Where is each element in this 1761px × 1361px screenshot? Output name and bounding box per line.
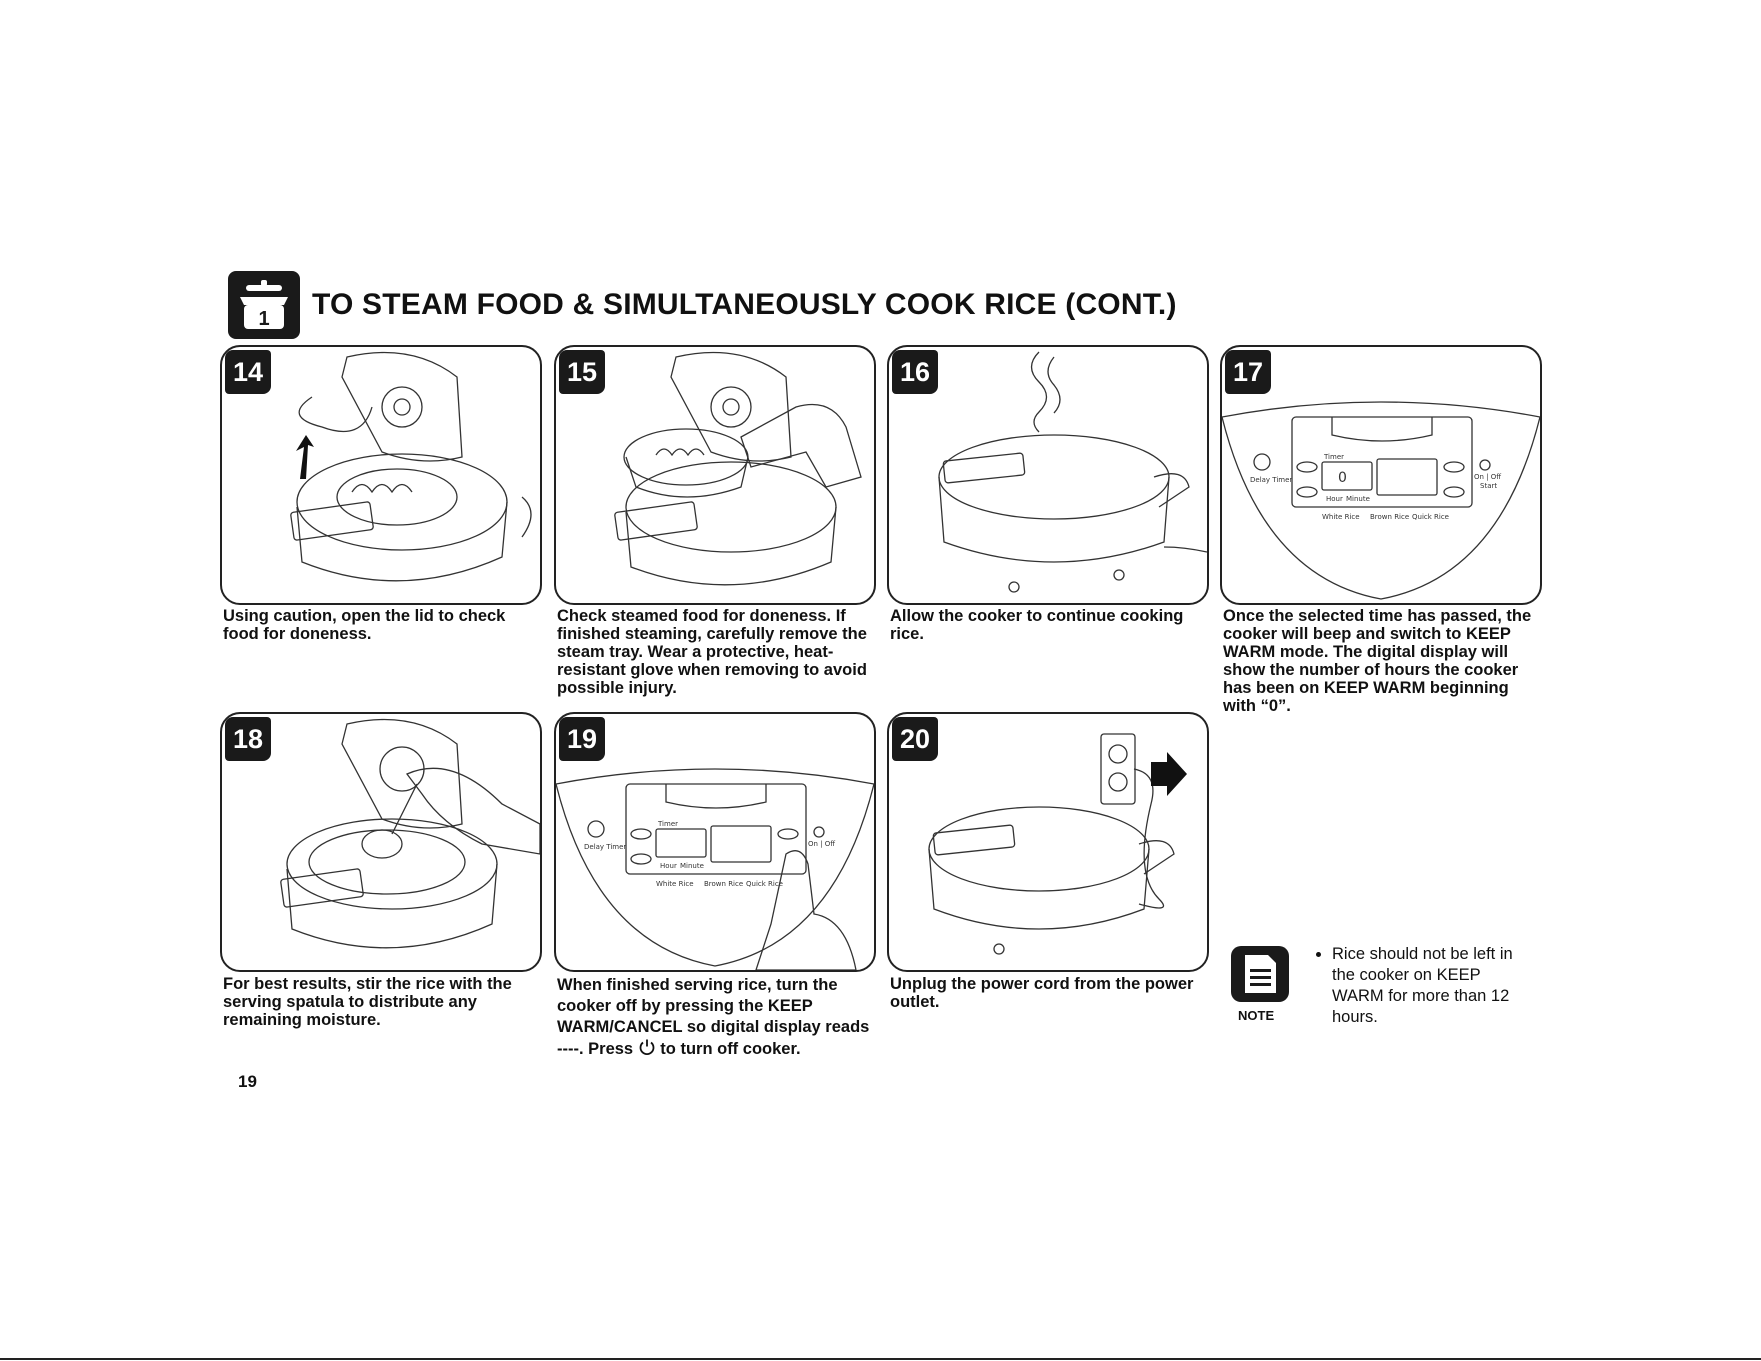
step-14-illustration: 14 [220,345,542,605]
note-text: Rice should not be left in the cooker on… [1312,944,1532,1028]
step-17-caption: Once the selected time has passed, the c… [1223,607,1545,715]
note-item: Rice should not be left in the cooker on… [1332,944,1532,1028]
timer-label: Timer [657,820,678,828]
section-header: 1 TO STEAM FOOD & SIMULTANEOUSLY COOK RI… [228,270,1177,340]
step-16-illustration: 16 [887,345,1209,605]
step-19-badge: 19 [559,717,605,761]
quick-rice-label: Quick Rice [746,880,783,888]
page-title: TO STEAM FOOD & SIMULTANEOUSLY COOK RICE… [312,288,1177,322]
step-18-badge: 18 [225,717,271,761]
hour-label: Hour [660,862,677,870]
step-18-caption: For best results, stir the rice with the… [223,975,545,1029]
divider [0,1358,1761,1360]
white-rice-label: White Rice [1322,513,1360,521]
delay-timer-label: Delay Timer [1250,476,1292,484]
step-20-caption: Unplug the power cord from the power out… [890,975,1212,1011]
white-rice-label: White Rice [656,880,694,888]
step-16-caption: Allow the cooker to continue cooking ric… [890,607,1212,643]
step-19-caption-after: to turn off cooker. [660,1040,800,1058]
brown-rice-label: Brown Rice [1370,513,1409,521]
step-17-illustration: 17 Timer 0 Hour Minute Delay Timer On | … [1220,345,1542,605]
on-off-label: On | Off [808,840,835,848]
note-label: NOTE [1238,1008,1274,1023]
delay-timer-label: Delay Timer [584,843,626,851]
keep-warm-display: 0 [1338,470,1347,486]
step-19-caption: When finished serving rice, turn the coo… [557,975,879,1062]
hour-label: Hour [1326,495,1343,503]
header-icon-number: 1 [258,308,269,330]
minute-label: Minute [680,862,704,870]
timer-label: Timer [1323,453,1344,461]
step-19-illustration: 19 Timer Hour Minute Delay Timer On | Of… [554,712,876,972]
step-14-badge: 14 [225,350,271,394]
page-number: 19 [238,1072,257,1092]
on-off-label: On | Off [1474,473,1501,481]
step-20-badge: 20 [892,717,938,761]
note-icon [1231,946,1289,1002]
brown-rice-label: Brown Rice [704,880,743,888]
start-label: Start [1480,482,1497,490]
quick-rice-label: Quick Rice [1412,513,1449,521]
step-18-illustration: 18 [220,712,542,972]
step-15-badge: 15 [559,350,605,394]
minute-label: Minute [1346,495,1370,503]
step-16-badge: 16 [892,350,938,394]
step-14-caption: Using caution, open the lid to check foo… [223,607,545,643]
pot-icon: 1 [228,271,300,339]
step-17-badge: 17 [1225,350,1271,394]
step-15-illustration: 15 [554,345,876,605]
power-icon [638,1038,656,1062]
step-20-illustration: 20 [887,712,1209,972]
step-15-caption: Check steamed food for doneness. If fini… [557,607,879,697]
